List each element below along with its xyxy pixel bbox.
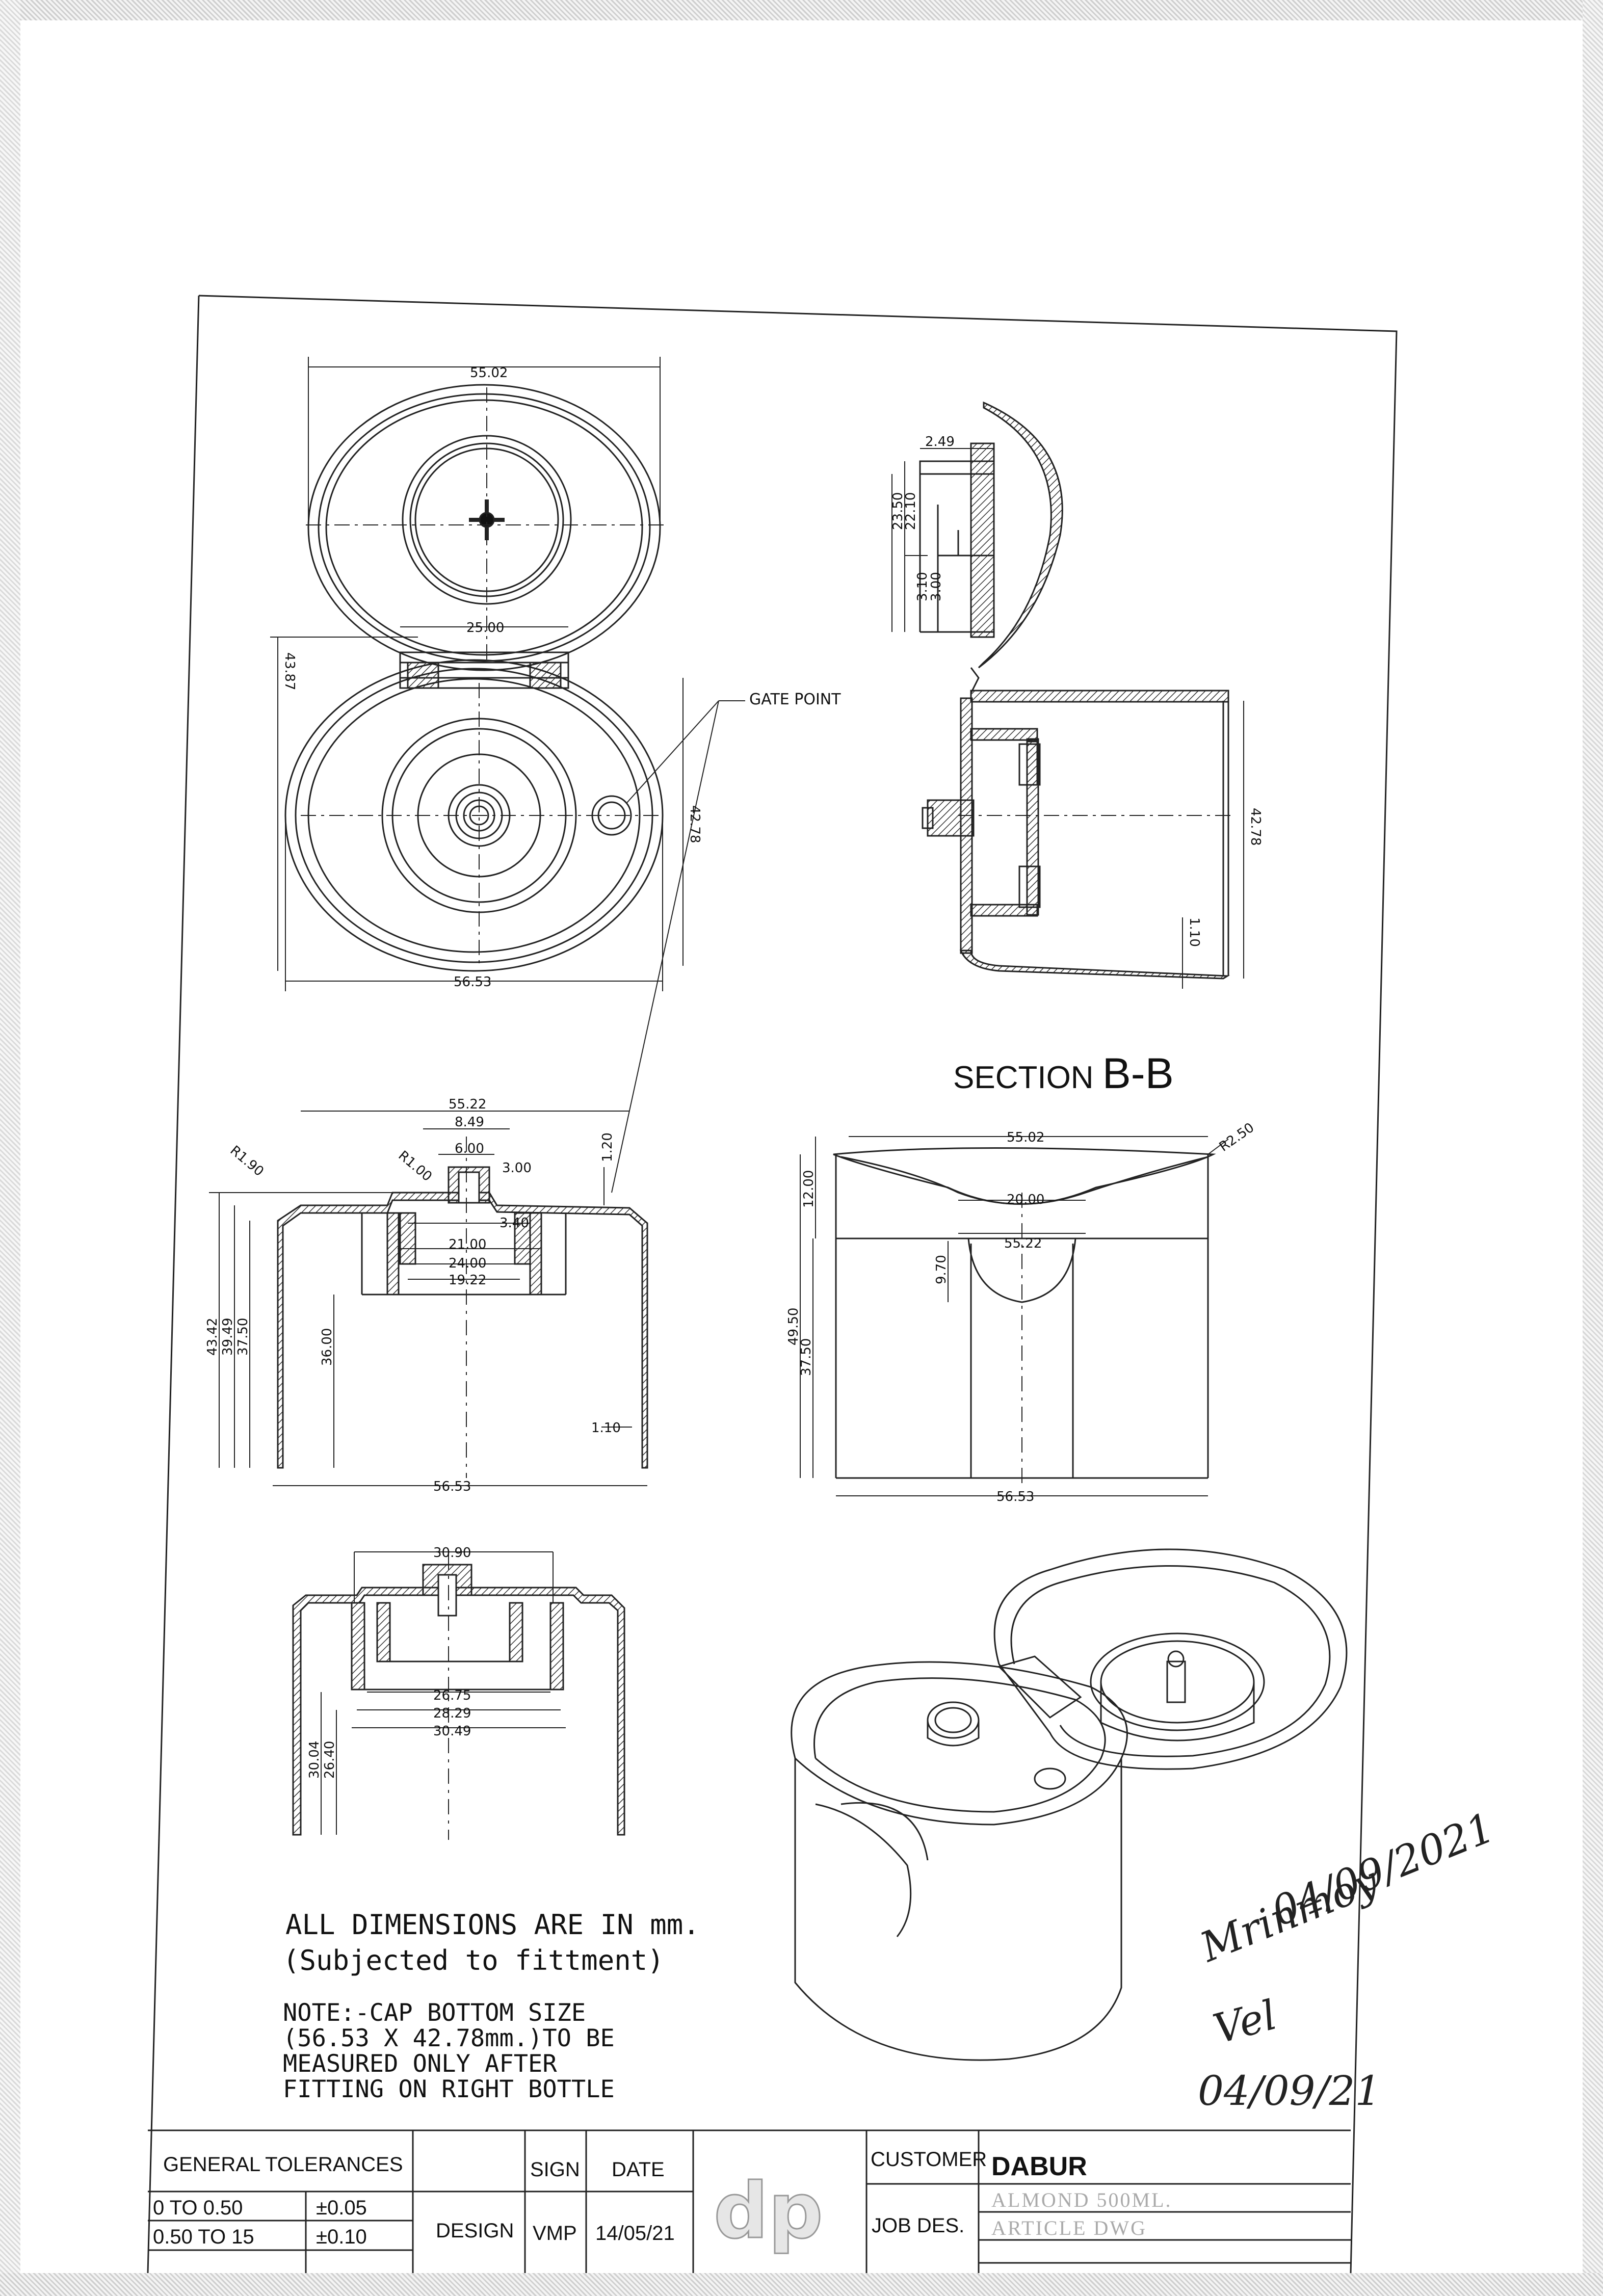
section-b-view xyxy=(800,1136,1229,1496)
dim-b-2: R2.50 xyxy=(1217,1120,1257,1155)
tolerances-header: GENERAL TOLERANCES xyxy=(163,2153,403,2176)
title-block xyxy=(148,2129,1351,2273)
dim-top-5: 56.53 xyxy=(454,974,491,990)
dim-b-1: 55.02 xyxy=(1007,1130,1044,1145)
dim-c-1: 30.90 xyxy=(433,1545,471,1561)
dim-a-13: 39.49 xyxy=(220,1318,235,1356)
note-line-4: (56.53 X 42.78mm.)TO BE xyxy=(283,2024,615,2052)
dim-a-14: 37.50 xyxy=(235,1318,251,1356)
drawing-frame xyxy=(198,295,1398,2273)
job-label: JOB DES. xyxy=(872,2214,964,2237)
section-c-view xyxy=(292,1551,625,1840)
section-title: SECTION B-B xyxy=(953,1049,1174,1097)
note-line-3: NOTE:-CAP BOTTOM SIZE xyxy=(283,1999,586,2027)
note-line-5: MEASURED ONLY AFTER xyxy=(283,2050,557,2078)
scan-edge-bottom xyxy=(0,2273,1603,2296)
tol-value-1: ±0.05 xyxy=(316,2197,367,2219)
dim-top-4: 42.78 xyxy=(687,805,702,843)
note-line-6: FITTING ON RIGHT BOTTLE xyxy=(283,2075,615,2103)
dim-c-3: 28.29 xyxy=(433,1706,471,1721)
tol-value-2: ±0.10 xyxy=(316,2226,367,2248)
dim-c-5: 30.04 xyxy=(307,1741,322,1779)
tol-range-2: 0.50 TO 15 xyxy=(153,2226,254,2248)
dim-c-2: 26.75 xyxy=(433,1688,471,1703)
signature-date-1: 04/09/2021 xyxy=(1265,1804,1501,1936)
dim-c-4: 30.49 xyxy=(433,1724,471,1739)
dim-a-9: 21.00 xyxy=(449,1237,486,1252)
scan-edge-top xyxy=(0,0,1603,20)
dim-a-11: 19.22 xyxy=(449,1273,486,1288)
dim-a-6: 1.20 xyxy=(600,1132,615,1162)
customer-label: CUSTOMER xyxy=(871,2148,987,2171)
dim-a-7: R1.90 xyxy=(227,1143,267,1179)
dim-b-6: 9.70 xyxy=(934,1255,949,1284)
top-view xyxy=(270,357,719,1193)
dim-side-7: 1.10 xyxy=(1187,917,1202,947)
design-date: 14/05/21 xyxy=(595,2222,675,2245)
dim-side-5: 3.00 xyxy=(929,572,944,601)
dim-b-4: 20.00 xyxy=(1007,1192,1044,1207)
dim-b-8: 37.50 xyxy=(799,1338,814,1376)
dim-b-3: 12.00 xyxy=(801,1170,817,1208)
sign-header: SIGN xyxy=(530,2158,580,2181)
dim-side-1: 2.49 xyxy=(925,434,955,450)
signature-date-2: 04/09/21 xyxy=(1198,2067,1381,2115)
section-a-view xyxy=(209,1111,648,1486)
note-line-1: ALL DIMENSIONS ARE IN mm. xyxy=(285,1909,700,1941)
job-line-1: ALMOND 500ML. xyxy=(991,2188,1172,2211)
dim-side-6: 42.78 xyxy=(1248,808,1263,846)
dim-a-16: 1.10 xyxy=(591,1420,621,1436)
dim-side-3: 22.10 xyxy=(903,492,918,530)
dim-side-4: 3.10 xyxy=(915,572,930,601)
job-line-2: ARTICLE DWG xyxy=(991,2216,1147,2239)
dim-a-5: 3.00 xyxy=(502,1160,532,1176)
dim-b-5: 55.22 xyxy=(1004,1236,1042,1251)
isometric-view xyxy=(791,1548,1348,2061)
drawing-sheet: 55.02 25.00 43.87 42.78 56.53 GATE POINT xyxy=(147,295,1501,2273)
dim-top-3: 43.87 xyxy=(282,652,297,690)
dim-a-15: 36.00 xyxy=(320,1328,335,1366)
drawing-frame-left xyxy=(147,295,200,2273)
dim-b-7: 49.50 xyxy=(786,1308,801,1345)
signature-2: Vel xyxy=(1208,1991,1281,2053)
scan-edge-right xyxy=(1583,0,1603,2296)
dim-a-8: 3.40 xyxy=(500,1216,529,1231)
dim-top-2: 25.00 xyxy=(466,620,504,636)
dim-a-12: 43.42 xyxy=(205,1318,220,1356)
design-sign: VMP xyxy=(533,2222,577,2245)
dim-side-2: 23.50 xyxy=(890,492,906,530)
customer-value: DABUR xyxy=(991,2152,1087,2181)
tol-range-1: 0 TO 0.50 xyxy=(153,2197,243,2219)
note-line-2: (Subjected to fittment) xyxy=(283,1944,664,1976)
dim-c-6: 26.40 xyxy=(322,1741,337,1779)
dim-a-17: 56.53 xyxy=(433,1479,471,1494)
dim-b-9: 56.53 xyxy=(996,1489,1034,1505)
side-section-view xyxy=(891,401,1244,989)
gate-point-label: GATE POINT xyxy=(749,691,841,708)
dim-a-4: R1.00 xyxy=(396,1148,435,1184)
dim-a-2: 8.49 xyxy=(455,1115,484,1130)
design-label: DESIGN xyxy=(436,2220,514,2242)
company-logo: dp xyxy=(714,2167,823,2256)
dim-a-3: 6.00 xyxy=(455,1141,484,1156)
dim-top-1: 55.02 xyxy=(470,365,508,381)
scan-edge-left xyxy=(0,0,20,2296)
dim-a-1: 55.22 xyxy=(449,1097,486,1112)
date-header: DATE xyxy=(612,2158,665,2181)
dim-a-10: 24.00 xyxy=(449,1256,486,1271)
